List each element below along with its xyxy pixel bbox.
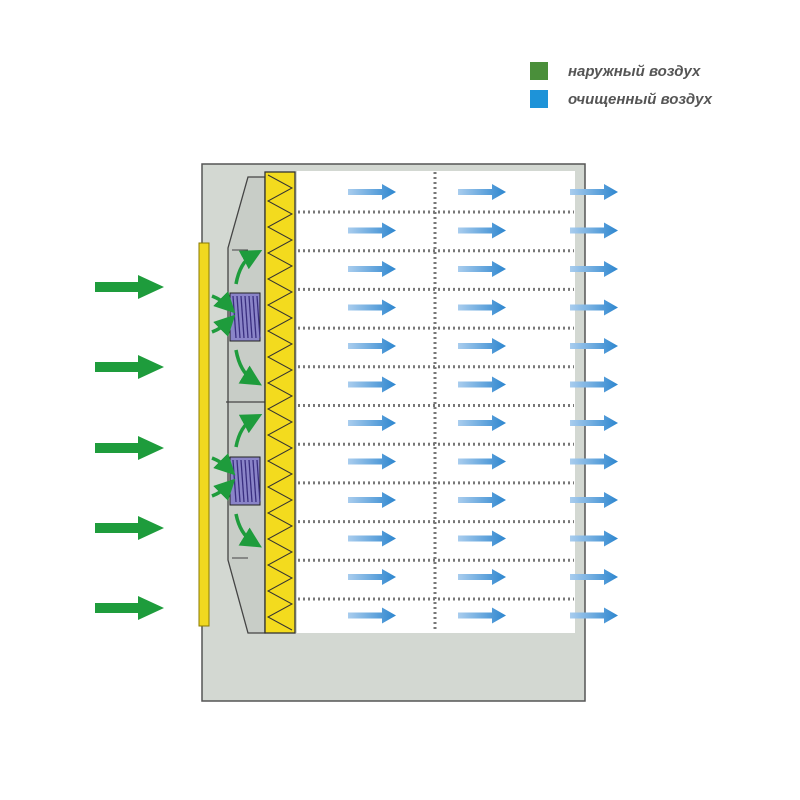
curved-arrow-icon (234, 250, 263, 285)
arrow-right-icon (570, 415, 618, 431)
arrow-right-icon (348, 492, 396, 508)
arrow-right-icon (570, 453, 618, 470)
arrow-right-icon (570, 607, 618, 624)
arrow-right-icon (348, 222, 396, 239)
fan-blades (232, 295, 261, 339)
fan-blade (244, 459, 249, 503)
fan-blade (252, 295, 257, 339)
fan-intake-arrows (211, 250, 263, 548)
curved-arrow-icon (211, 478, 236, 501)
arrow-right-icon (458, 569, 506, 585)
arrow-right-icon (458, 338, 506, 354)
arrow-right-icon (458, 415, 506, 431)
legend-swatch-outdoor-air (530, 62, 548, 80)
arrow-right-icon (348, 415, 396, 431)
arrow-right-icon (348, 607, 396, 624)
arrow-right-icon (458, 222, 506, 239)
legend-swatch-clean-air (530, 90, 548, 108)
arrow-right-icon (348, 299, 396, 316)
outdoor-air-arrows (95, 275, 164, 620)
fan-top (229, 292, 261, 342)
inlet-filter-panel (198, 242, 210, 627)
fan-bottom (229, 456, 261, 506)
arrow-right-icon (348, 376, 396, 393)
arrow-right-icon (570, 338, 618, 354)
arrow-right-icon (458, 453, 506, 470)
arrow-right-icon (348, 261, 396, 277)
arrow-right-icon (348, 569, 396, 585)
dotted-separators (298, 210, 574, 601)
fan-module-housing (227, 176, 266, 634)
filter-pleats (266, 174, 294, 631)
legend-item-outdoor-air: наружный воздух (530, 60, 712, 82)
arrow-right-icon (458, 376, 506, 393)
arrow-right-icon (458, 184, 506, 200)
arrow-right-icon (458, 530, 506, 547)
curved-arrow-icon (234, 414, 263, 448)
curved-arrow-icon (234, 349, 262, 386)
fan-blade (248, 295, 253, 339)
arrow-right-icon (95, 355, 164, 379)
legend-label-outdoor-air: наружный воздух (568, 62, 701, 80)
curved-arrow-icon (211, 314, 236, 337)
arrow-right-icon (348, 453, 396, 470)
fan-blade (248, 459, 253, 503)
arrow-right-icon (570, 184, 618, 200)
legend-item-clean-air: очищенный воздух (530, 88, 712, 110)
arrow-right-icon (570, 569, 618, 585)
clean-air-arrows (348, 184, 618, 624)
legend: наружный воздух очищенный воздух (530, 60, 712, 116)
fan-blade (256, 459, 261, 503)
fan-blade (240, 295, 245, 339)
curved-arrow-icon (234, 513, 262, 548)
fan-blade (236, 459, 241, 503)
arrow-right-icon (458, 492, 506, 508)
curved-arrow-icon (211, 453, 236, 476)
arrow-right-icon (570, 299, 618, 316)
arrow-right-icon (95, 275, 164, 299)
fan-blade (244, 295, 249, 339)
arrow-right-icon (95, 596, 164, 620)
arrow-right-icon (570, 376, 618, 393)
fan-blade (252, 459, 257, 503)
arrow-right-icon (95, 516, 164, 540)
arrow-right-icon (458, 261, 506, 277)
fan-blade (236, 295, 241, 339)
arrow-right-icon (458, 607, 506, 624)
curved-arrow-icon (211, 291, 236, 314)
legend-label-clean-air: очищенный воздух (568, 90, 713, 108)
arrow-right-icon (95, 436, 164, 460)
arrow-right-icon (570, 530, 618, 547)
arrow-right-icon (348, 184, 396, 200)
arrow-right-icon (348, 338, 396, 354)
arrow-right-icon (458, 299, 506, 316)
arrow-right-icon (570, 261, 618, 277)
arrow-right-icon (348, 530, 396, 547)
fan-blade (256, 295, 261, 339)
arrow-right-icon (570, 492, 618, 508)
fan-blade (240, 459, 245, 503)
arrow-right-icon (570, 222, 618, 239)
